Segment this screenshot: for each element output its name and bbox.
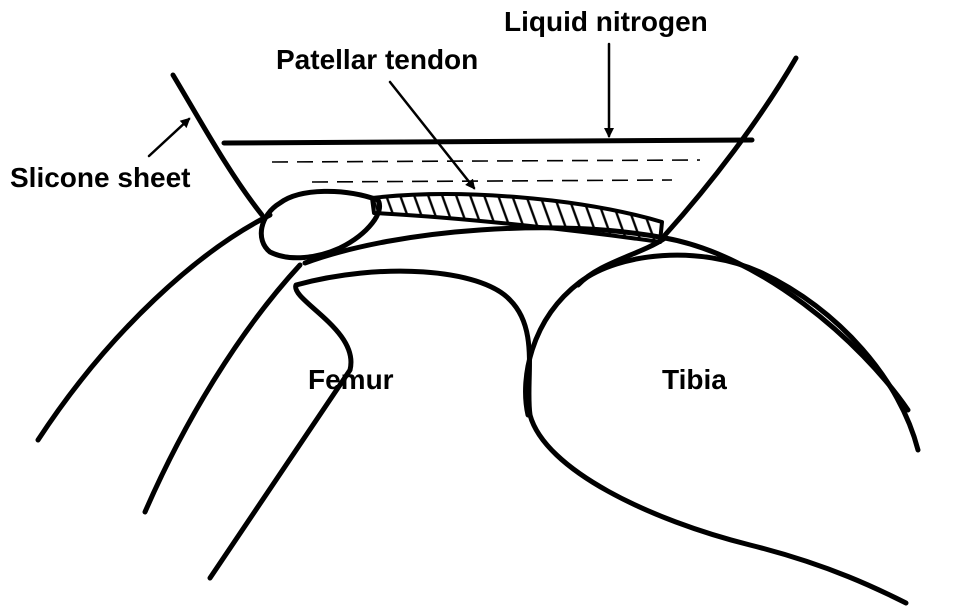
- patellar-tendon-pointer: [390, 82, 474, 188]
- label-silicone-sheet: Slicone sheet: [10, 162, 191, 193]
- label-femur: Femur: [308, 364, 394, 395]
- label-patellar-tendon: Patellar tendon: [276, 44, 478, 75]
- liquid-dash-line-2: [312, 180, 672, 182]
- liquid-dash-line-1: [272, 160, 700, 162]
- silicone-sheet-right: [665, 58, 796, 235]
- joint-surface-curve: [305, 228, 908, 410]
- tibia-tendon-link: [578, 238, 665, 285]
- tibia-lower-outline: [530, 415, 906, 603]
- label-liquid-nitrogen: Liquid nitrogen: [504, 6, 708, 37]
- liquid-nitrogen-surface: [224, 140, 752, 143]
- thigh-skin-outline: [38, 215, 270, 440]
- label-tibia: Tibia: [662, 364, 727, 395]
- silicone-sheet-pointer: [149, 119, 189, 156]
